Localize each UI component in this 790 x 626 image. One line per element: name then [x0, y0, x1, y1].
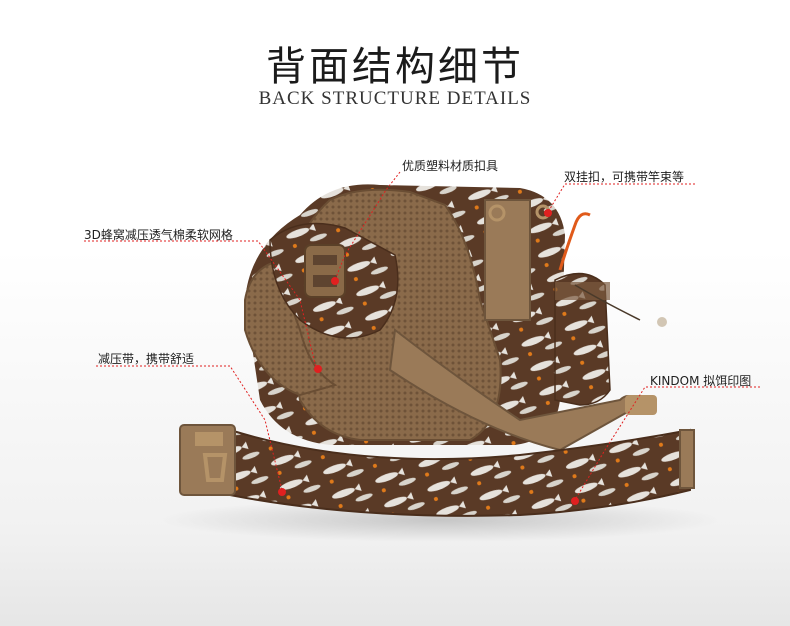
callout-label-mesh: 3D蜂窝减压透气棉柔软网格: [84, 228, 233, 242]
callout-dot-strap: [278, 488, 286, 496]
page-subtitle: BACK STRUCTURE DETAILS: [258, 88, 532, 109]
vertical-webbing: [484, 199, 531, 321]
callout-line-hook: [547, 183, 695, 213]
strap-end-left: [179, 424, 236, 496]
callout-label-print: KINDOM 拟饵印图: [650, 374, 752, 388]
callout-label-buckle: 优质塑料材质扣具: [402, 159, 499, 173]
orange-drawcord: [558, 212, 667, 327]
callout-dot-buckle: [331, 277, 339, 285]
callout-dot-mesh: [314, 365, 322, 373]
callout-label-strap: 减压带，携带舒适: [98, 352, 195, 366]
padded-strap: [229, 428, 691, 517]
callout-label-hook: 双挂扣，可携带竿束等: [564, 170, 685, 184]
strap-slider-buckle: [625, 395, 657, 415]
callout-dot-hook: [544, 209, 552, 217]
callout-line-mesh: [84, 240, 317, 369]
pocket-mesh-rim: [555, 282, 610, 300]
side-bottle-pocket: [554, 272, 611, 406]
callout-dot-print: [571, 497, 579, 505]
page-title: 背面结构细节: [266, 44, 524, 90]
callout-line-print: [574, 386, 760, 501]
callout-line-buckle: [334, 171, 401, 281]
strap-end-right: [679, 429, 695, 489]
